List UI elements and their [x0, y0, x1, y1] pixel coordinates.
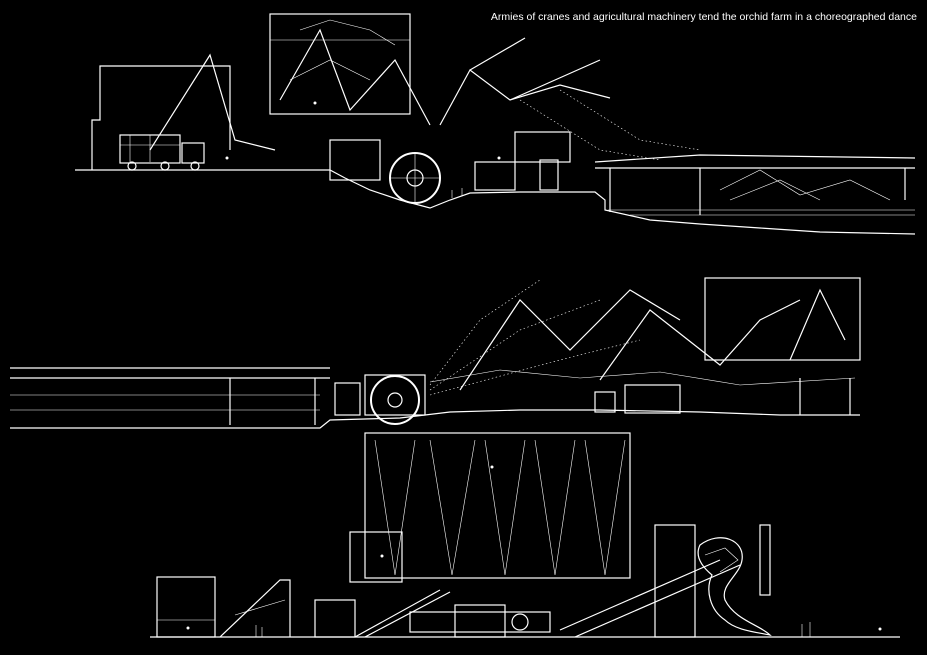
bottom-section: [150, 432, 900, 638]
top-truck: [119, 134, 205, 171]
middle-crane-arm-1: [459, 289, 681, 391]
bottom-orchid-sculpture: [697, 537, 772, 636]
top-ground-line: [75, 169, 916, 235]
top-crane-arm-1: [149, 53, 276, 151]
top-tower: [269, 13, 411, 115]
middle-ground-line: [10, 409, 860, 429]
top-right-roof: [594, 154, 916, 163]
middle-section: [10, 277, 861, 429]
middle-crane-arm-2: [599, 299, 801, 381]
bottom-left-building: [156, 576, 216, 638]
bottom-conveyor: [354, 589, 551, 638]
top-crane-arm-2: [279, 28, 431, 126]
middle-wheel: [370, 375, 420, 425]
bottom-right-tower: [654, 524, 696, 638]
middle-crane-arm-3: [789, 288, 846, 361]
bottom-silo-block: [364, 432, 631, 579]
middle-tower: [704, 277, 861, 361]
top-left-building: [91, 65, 231, 170]
bottom-hopper: [349, 531, 403, 583]
top-crane-arm-3: [439, 69, 611, 126]
drawing-caption: Armies of cranes and agricultural machin…: [490, 11, 917, 23]
top-section: [75, 13, 916, 235]
